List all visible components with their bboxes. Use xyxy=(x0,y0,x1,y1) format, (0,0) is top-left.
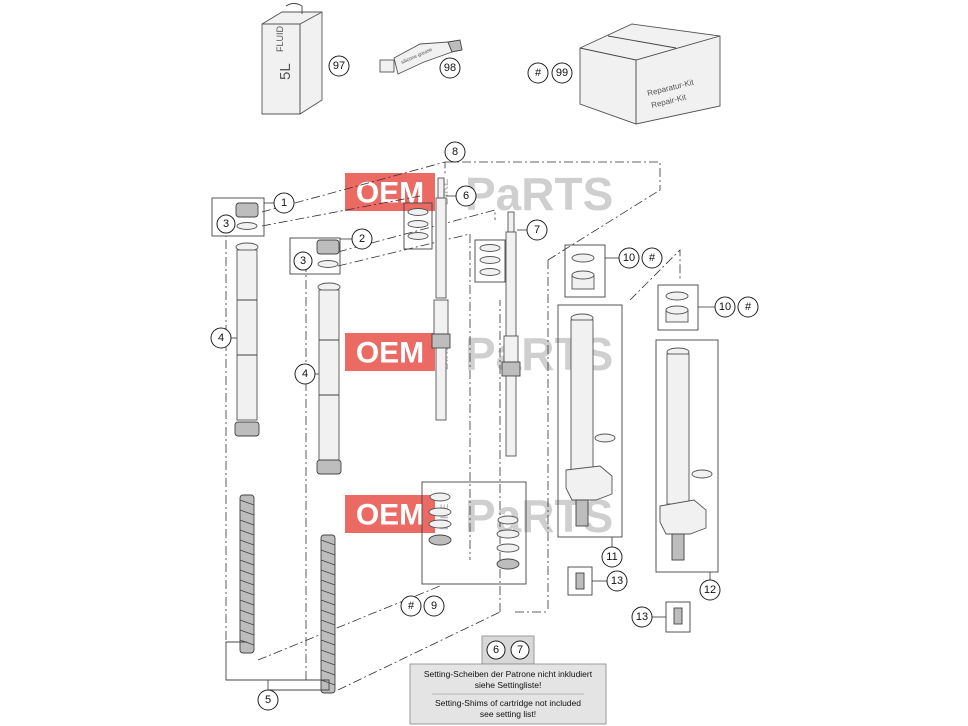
svg-text:3: 3 xyxy=(223,218,229,230)
svg-text:7: 7 xyxy=(517,644,523,656)
callout-7[interactable]: 7 xyxy=(526,219,548,241)
fork-tube-left xyxy=(234,242,260,437)
cap-box-2 xyxy=(289,237,341,275)
bolt-13a xyxy=(575,572,585,590)
assembly-outlines xyxy=(225,161,681,691)
callout-13a[interactable]: 13 xyxy=(606,570,628,592)
svg-text:#: # xyxy=(745,301,752,313)
svg-text:7: 7 xyxy=(534,224,540,236)
note-ref-7[interactable]: 7 xyxy=(510,640,530,660)
svg-text:13: 13 xyxy=(611,575,623,587)
svg-text:6: 6 xyxy=(463,190,469,202)
callout-13b[interactable]: 13 xyxy=(631,606,653,628)
shim-box-7 xyxy=(474,239,506,283)
svg-text:10: 10 xyxy=(719,301,731,313)
svg-text:99: 99 xyxy=(556,67,568,79)
callout-hash-99[interactable]: # xyxy=(527,62,549,84)
svg-text:98: 98 xyxy=(444,62,456,74)
callout-5[interactable]: 5 xyxy=(257,689,279,711)
callout-10a[interactable]: 10 xyxy=(618,247,640,269)
outer-tube-11 xyxy=(565,313,616,527)
svg-text:OEM: OEM xyxy=(356,177,424,210)
svg-text:2: 2 xyxy=(359,233,365,245)
svg-text:13: 13 xyxy=(636,611,648,623)
seal-kit-parts xyxy=(428,492,520,570)
callout-9[interactable]: 9 xyxy=(423,595,445,617)
setting-note: 6 7 Setting-Scheiben der Patrone nicht i… xyxy=(409,635,607,725)
bushing-box-10a xyxy=(564,244,606,298)
svg-text:1: 1 xyxy=(281,197,287,209)
note-line-en-2: see setting list! xyxy=(480,709,536,719)
svg-text:8: 8 xyxy=(452,146,458,158)
svg-text:9: 9 xyxy=(431,600,437,612)
svg-text:OEM: OEM xyxy=(356,337,424,370)
bushings-10a xyxy=(571,253,595,290)
fork-oil-can: FLUID 5L xyxy=(261,3,323,115)
callout-2[interactable]: 2 xyxy=(351,228,373,250)
shims-7 xyxy=(479,244,501,276)
cartridge-right xyxy=(501,211,521,457)
callout-11[interactable]: 11 xyxy=(601,546,623,568)
callout-4b[interactable]: 4 xyxy=(294,363,316,385)
callout-97[interactable]: 97 xyxy=(328,55,350,77)
svg-text:4: 4 xyxy=(218,332,224,344)
note-ref-6[interactable]: 6 xyxy=(486,640,506,660)
svg-text:97: 97 xyxy=(333,60,345,72)
callout-hash-9[interactable]: # xyxy=(400,595,422,617)
callout-hash-10b[interactable]: # xyxy=(737,296,759,318)
callout-1[interactable]: 1 xyxy=(273,192,295,214)
callout-hash-10a[interactable]: # xyxy=(641,247,663,269)
repair-kit-box: Reparatur-Kit Repair-Kit xyxy=(579,23,721,125)
shim-box-6 xyxy=(403,202,433,250)
svg-text:#: # xyxy=(408,600,415,612)
cartridge-left xyxy=(431,177,451,421)
fork-cap-2 xyxy=(316,239,340,268)
watermark-top: OEM BIKE PaRTS xyxy=(345,168,613,220)
svg-text:12: 12 xyxy=(704,584,716,596)
svg-text:11: 11 xyxy=(606,551,617,563)
note-line-de-2: siehe Settingliste! xyxy=(475,680,542,690)
outer-tube-box-11 xyxy=(557,304,623,538)
svg-text:#: # xyxy=(535,67,542,79)
shims-6 xyxy=(407,208,429,240)
cap-box-1 xyxy=(211,197,265,237)
svg-text:#: # xyxy=(649,252,656,264)
svg-text:FLUID: FLUID xyxy=(275,25,285,52)
svg-text:3: 3 xyxy=(300,255,306,267)
callout-4a[interactable]: 4 xyxy=(210,327,232,349)
bushing-box-10b xyxy=(657,284,699,331)
svg-text:OEM: OEM xyxy=(356,499,424,532)
callout-98[interactable]: 98 xyxy=(439,57,461,79)
fork-cap-1 xyxy=(235,202,259,230)
svg-text:10: 10 xyxy=(623,252,635,264)
callout-10b[interactable]: 10 xyxy=(714,296,736,318)
svg-text:4: 4 xyxy=(302,368,308,380)
fork-spring-left xyxy=(239,494,255,654)
bolt-13b xyxy=(673,607,683,625)
spring-bracket xyxy=(225,641,330,691)
svg-text:6: 6 xyxy=(493,644,499,656)
outer-tube-box-12 xyxy=(655,339,719,573)
grease-tube: silicone grease xyxy=(379,39,463,75)
outer-tube-12 xyxy=(659,347,713,561)
note-line-de-1: Setting-Scheiben der Patrone nicht inklu… xyxy=(424,669,593,679)
svg-text:5: 5 xyxy=(265,694,271,706)
callout-99[interactable]: 99 xyxy=(551,62,573,84)
seal-kit-box xyxy=(421,481,527,585)
svg-text:5L: 5L xyxy=(277,63,294,80)
fork-spring-right xyxy=(320,534,336,694)
bushings-10b xyxy=(665,291,689,323)
fork-tube-right xyxy=(316,282,342,475)
note-line-en-1: Setting-Shims of cartridge not included xyxy=(435,698,581,708)
callout-3a[interactable]: 3 xyxy=(216,214,236,234)
watermark-bottom: OEM BIKE PaRTS xyxy=(345,490,613,542)
callout-8[interactable]: 8 xyxy=(444,141,466,163)
callout-6[interactable]: 6 xyxy=(455,185,477,207)
callout-3b[interactable]: 3 xyxy=(293,251,313,271)
callout-12[interactable]: 12 xyxy=(699,579,721,601)
